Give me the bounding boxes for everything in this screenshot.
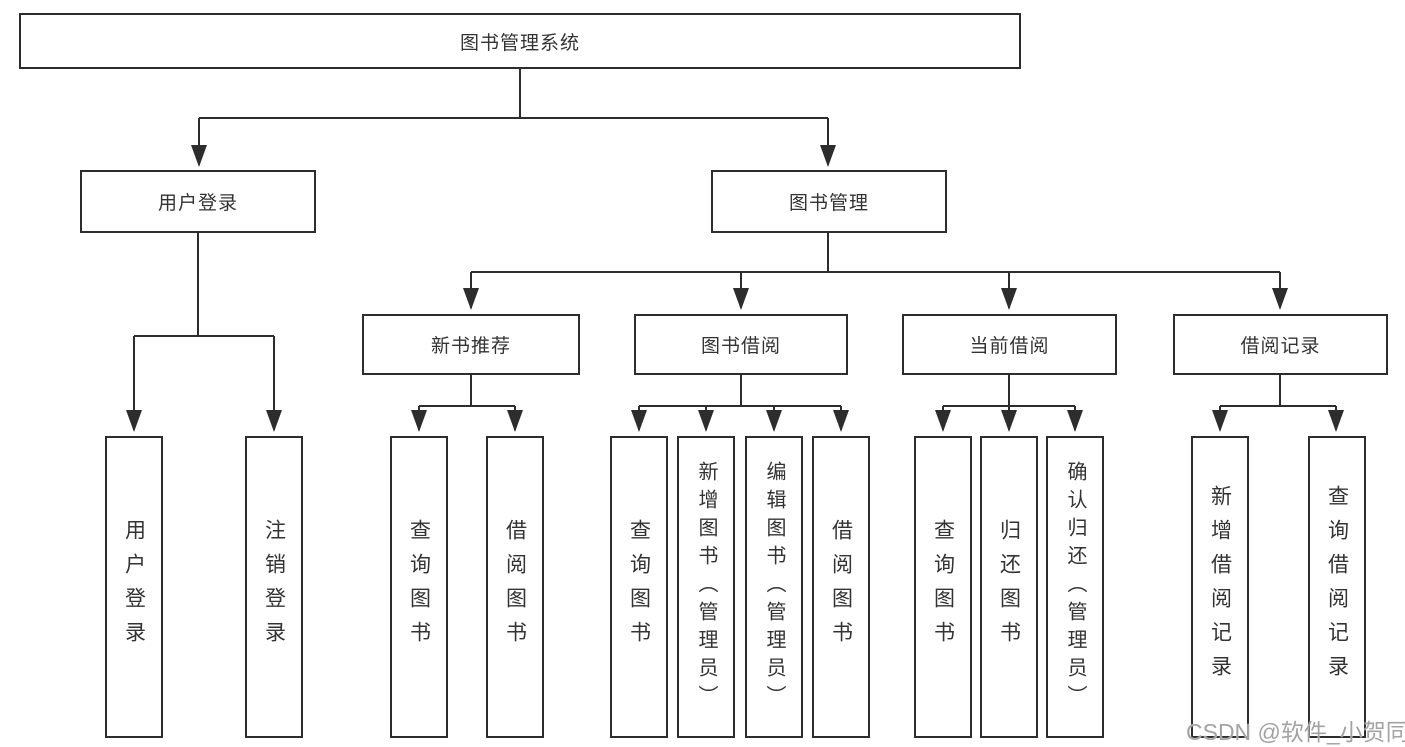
leaf-query-books-current-label: 查询图书 xyxy=(931,519,955,655)
leaf-query-books-current: 查询图书 xyxy=(914,436,972,738)
node-new-book-recommend: 新书推荐 xyxy=(362,314,580,375)
node-book-management-label: 图书管理 xyxy=(788,193,869,214)
node-book-borrowing-label: 图书借阅 xyxy=(700,336,781,357)
node-new-book-recommend-label: 新书推荐 xyxy=(430,336,511,357)
leaf-user-login-label: 用户登录 xyxy=(122,519,146,655)
leaf-query-borrow-record: 查询借阅记录 xyxy=(1308,436,1366,738)
leaf-query-books-recommend-label: 查询图书 xyxy=(407,519,431,655)
leaf-confirm-return-admin-label: 确认归还（管理员） xyxy=(1064,461,1086,713)
leaf-user-login: 用户登录 xyxy=(105,436,163,738)
leaf-logout: 注销登录 xyxy=(245,436,303,738)
leaf-query-borrow-record-label: 查询借阅记录 xyxy=(1325,485,1349,689)
leaf-query-books-borrowing: 查询图书 xyxy=(610,436,668,738)
node-user-login: 用户登录 xyxy=(80,170,316,233)
node-library-system-label: 图书管理系统 xyxy=(459,32,580,54)
leaf-edit-book-admin-label: 编辑图书（管理员） xyxy=(763,461,785,713)
leaf-borrow-books-recommend-label: 借阅图书 xyxy=(503,519,527,655)
leaf-query-books-borrowing-label: 查询图书 xyxy=(627,519,651,655)
leaf-borrow-books-borrowing: 借阅图书 xyxy=(812,436,870,738)
leaf-logout-label: 注销登录 xyxy=(262,519,286,655)
node-current-borrowing: 当前借阅 xyxy=(902,314,1117,375)
leaf-return-books: 归还图书 xyxy=(980,436,1038,738)
leaf-borrow-books-recommend: 借阅图书 xyxy=(486,436,544,738)
leaf-borrow-books-borrowing-label: 借阅图书 xyxy=(829,519,853,655)
node-borrowing-records-label: 借阅记录 xyxy=(1240,336,1321,357)
node-library-system: 图书管理系统 xyxy=(19,13,1021,69)
leaf-query-books-recommend: 查询图书 xyxy=(390,436,448,738)
leaf-confirm-return-admin: 确认归还（管理员） xyxy=(1046,436,1104,738)
leaf-return-books-label: 归还图书 xyxy=(997,519,1021,655)
csdn-watermark: CSDN @软件_小贺同学 xyxy=(1186,719,1405,745)
node-book-management: 图书管理 xyxy=(711,170,947,233)
leaf-edit-book-admin: 编辑图书（管理员） xyxy=(745,436,803,738)
node-borrowing-records: 借阅记录 xyxy=(1173,314,1388,375)
node-book-borrowing: 图书借阅 xyxy=(634,314,848,375)
leaf-add-borrow-record: 新增借阅记录 xyxy=(1191,436,1249,738)
leaf-add-book-admin-label: 新增图书（管理员） xyxy=(695,461,717,713)
node-current-borrowing-label: 当前借阅 xyxy=(969,336,1050,357)
node-user-login-label: 用户登录 xyxy=(157,193,238,214)
leaf-add-borrow-record-label: 新增借阅记录 xyxy=(1208,485,1232,689)
leaf-add-book-admin: 新增图书（管理员） xyxy=(677,436,735,738)
